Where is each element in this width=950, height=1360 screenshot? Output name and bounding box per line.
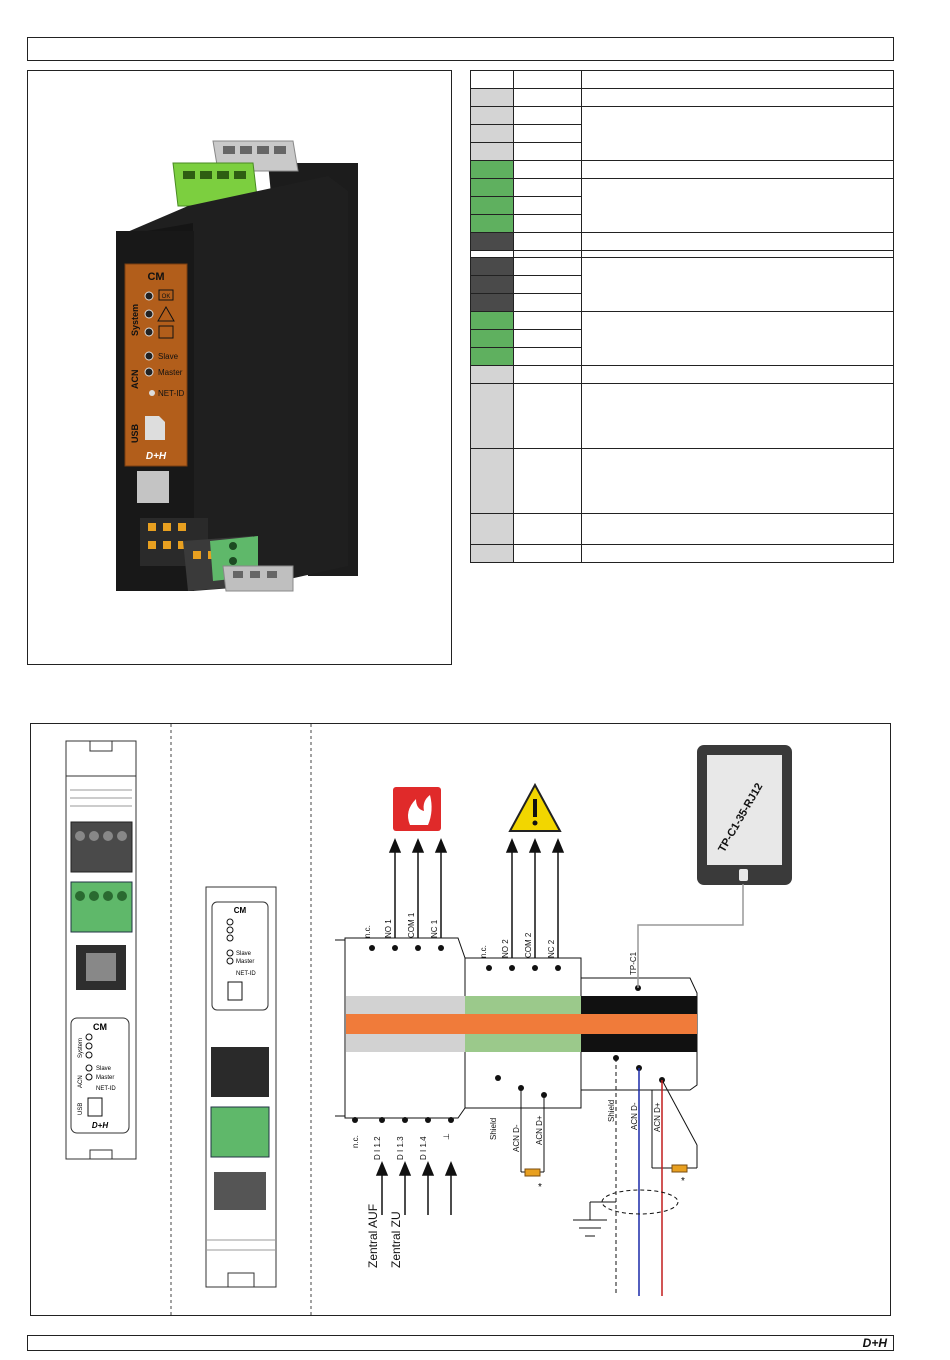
acn-label: ACN — [130, 370, 140, 390]
table-row — [470, 311, 894, 366]
table-row — [470, 293, 894, 312]
table-row — [470, 329, 894, 348]
table-header-row — [470, 70, 894, 89]
net-id-label: NET-ID — [158, 389, 184, 398]
table-row — [470, 178, 894, 233]
footer-bar: D+H — [27, 1335, 894, 1351]
table-row — [470, 275, 894, 294]
table-row — [470, 513, 894, 545]
master-label: Master — [158, 368, 183, 377]
usb-label: USB — [130, 423, 140, 443]
table-row — [470, 448, 894, 514]
table-row — [470, 160, 894, 179]
slave-label: Slave — [158, 352, 179, 361]
wiring-diagram-frame — [30, 723, 891, 1316]
product-image-frame: CM System OK ACN Slave Master NET-ID USB… — [27, 70, 452, 665]
table-row — [470, 365, 894, 384]
table-row — [470, 106, 894, 161]
module-3d-illustration: CM System OK ACN Slave Master NET-ID USB… — [116, 140, 358, 592]
terminal-assignment-table — [470, 70, 894, 563]
table-row — [470, 88, 894, 107]
header-bar — [27, 37, 894, 61]
table-row — [470, 124, 894, 143]
table-row — [470, 347, 894, 366]
table-row — [470, 232, 894, 251]
table-row — [470, 383, 894, 449]
brand-logo-front: D+H — [146, 451, 167, 462]
ok-indicator-label: OK — [162, 294, 171, 300]
module-name-text: CM — [147, 271, 164, 283]
table-row — [470, 544, 894, 563]
system-label: System — [130, 304, 140, 336]
table-row — [470, 142, 894, 161]
footer-brand-logo: D+H — [862, 1336, 887, 1350]
table-row — [470, 250, 894, 258]
table-row — [470, 257, 894, 312]
